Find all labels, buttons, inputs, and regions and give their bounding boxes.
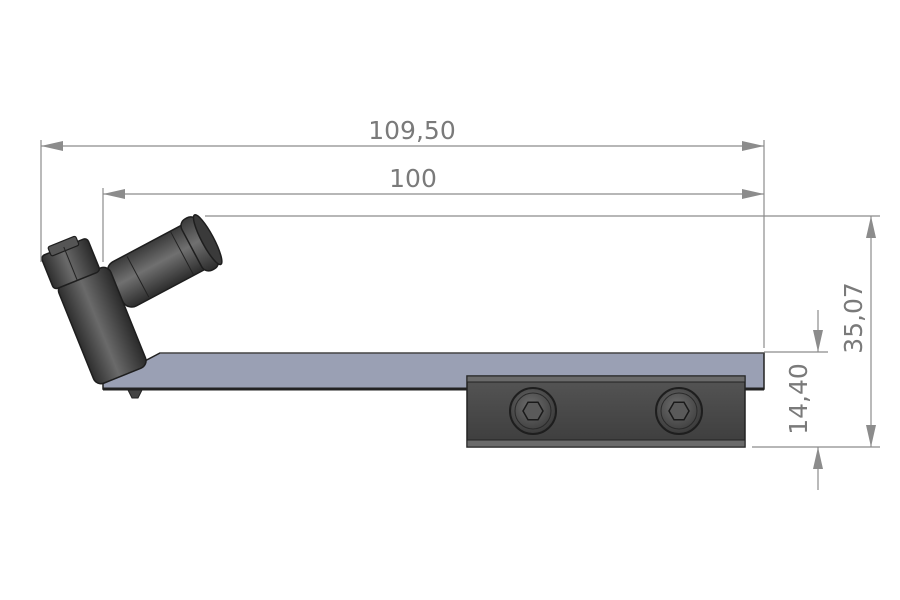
dimension-label-overall-height: 35,07 xyxy=(839,282,868,354)
hex-socket-screw xyxy=(509,387,557,435)
dimension-label-rail-height: 14,40 xyxy=(784,363,813,435)
dimension-plate-length: 100 xyxy=(103,164,764,199)
dimension-overall-height: 35,07 xyxy=(839,216,876,447)
elbow-push-fitting xyxy=(41,214,223,385)
hex-socket-screw xyxy=(655,387,703,435)
dimension-label-plate-length: 100 xyxy=(389,164,437,193)
dimension-overall-length: 109,50 xyxy=(41,116,764,151)
rail-block xyxy=(466,375,746,448)
dimension-rail-height: 14,40 xyxy=(784,310,823,490)
extension-lines xyxy=(40,140,880,448)
dimension-label-overall-length: 109,50 xyxy=(368,116,455,145)
